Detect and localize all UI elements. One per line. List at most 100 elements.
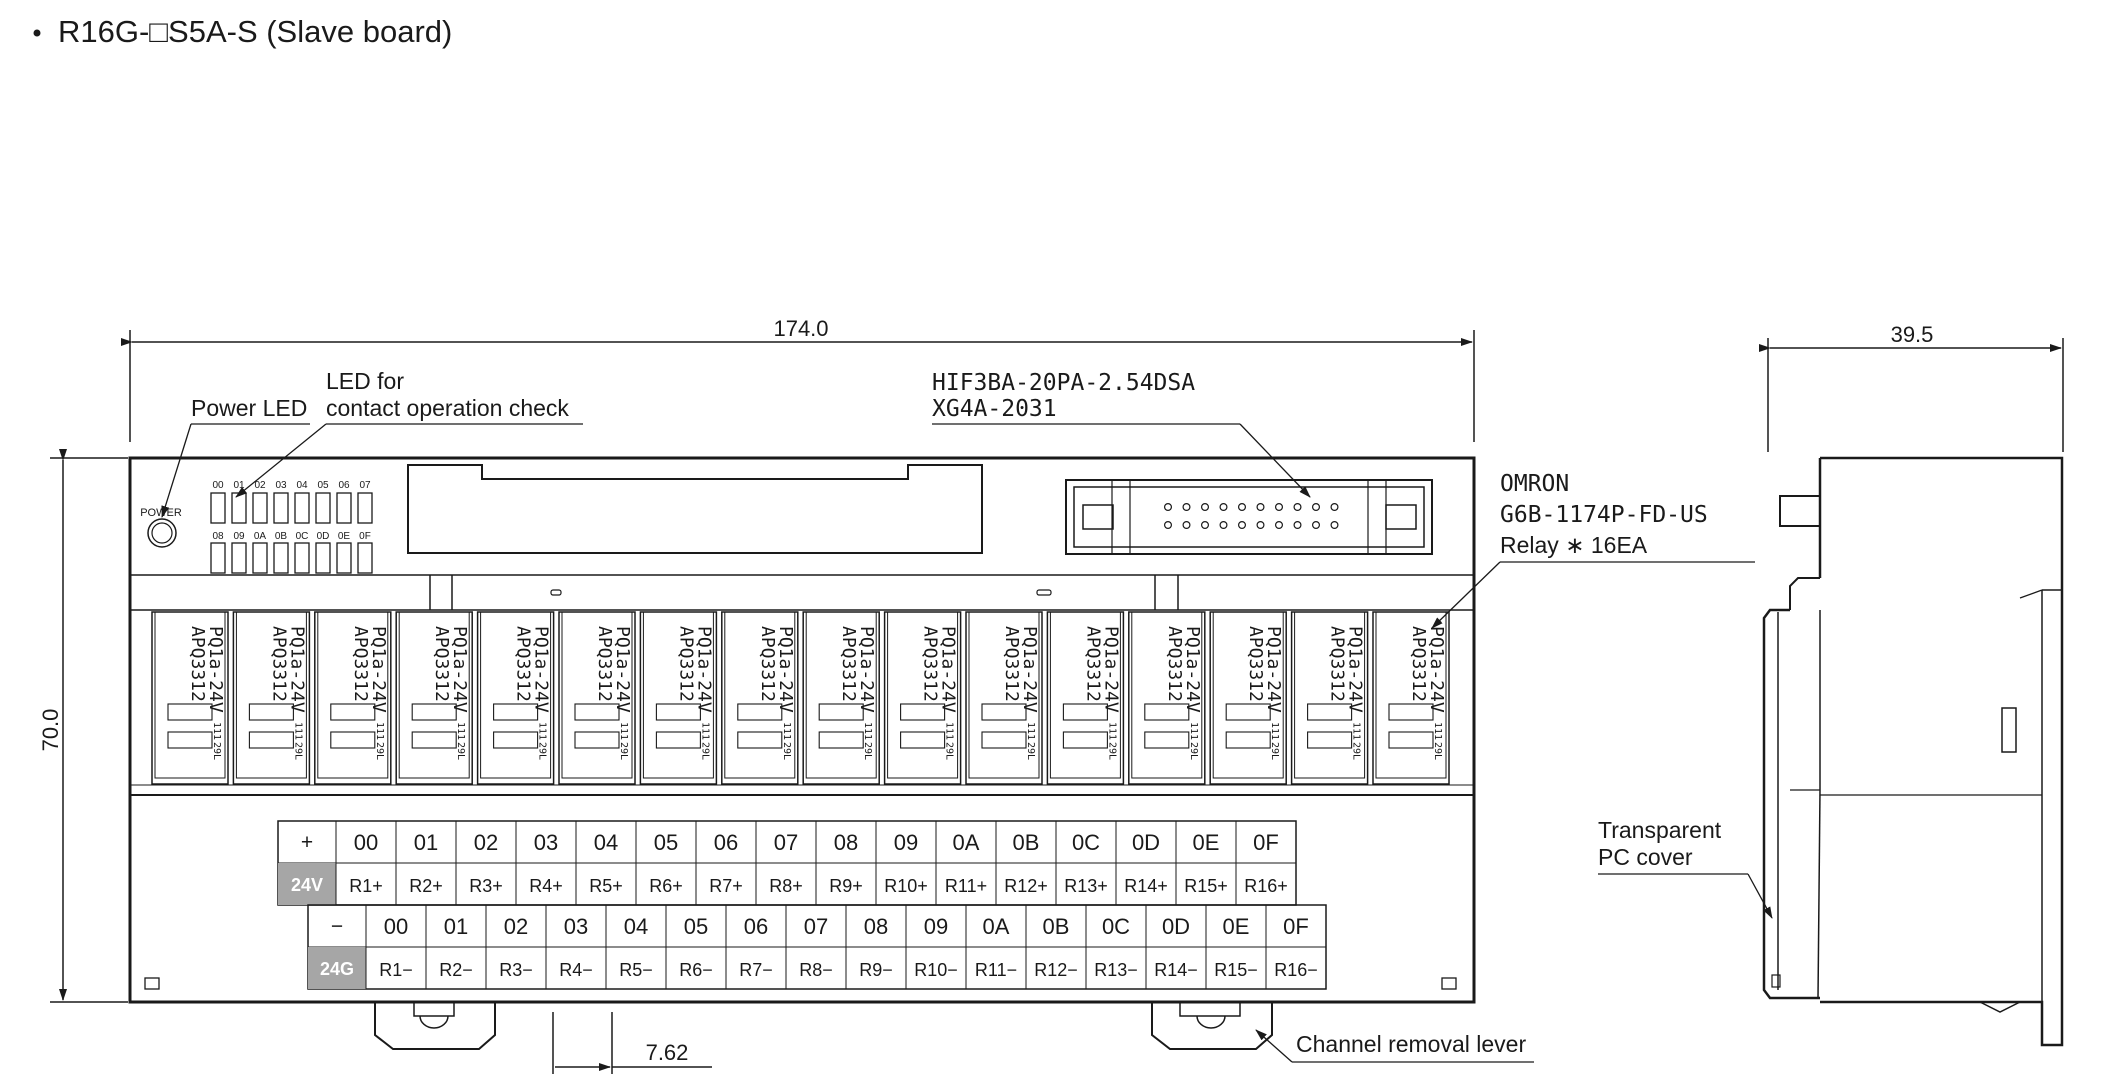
terminal-number: 00 bbox=[384, 914, 408, 939]
relay-code-text: 111 bbox=[537, 722, 548, 740]
terminal-label: R3+ bbox=[469, 876, 503, 896]
relay-code-text: 29L bbox=[374, 742, 385, 760]
terminal-label: R13+ bbox=[1064, 876, 1108, 896]
relay-part-text: APQ3312 bbox=[1001, 626, 1022, 702]
terminal-number: 00 bbox=[354, 830, 378, 855]
terminal-label: R10− bbox=[914, 960, 958, 980]
height-value: 70.0 bbox=[38, 709, 63, 752]
terminal-number: 07 bbox=[774, 830, 798, 855]
relay-code-text: 29L bbox=[781, 742, 792, 760]
terminal-label: R16+ bbox=[1244, 876, 1288, 896]
terminal-number: 08 bbox=[864, 914, 888, 939]
led-label-top: 04 bbox=[296, 480, 308, 491]
channel-removal-lever-left bbox=[374, 1002, 496, 1050]
terminal-label: R12+ bbox=[1004, 876, 1048, 896]
terminal-label: R5+ bbox=[589, 876, 623, 896]
relay-code-text: 111 bbox=[944, 722, 955, 740]
pitch-value: 7.62 bbox=[646, 1040, 689, 1065]
led-check-callout: LED for contact operation check bbox=[235, 368, 583, 498]
relay-line3: Relay ∗ 16EA bbox=[1500, 532, 1648, 558]
connector-line1: HIF3BA-20PA-2.54DSA bbox=[932, 370, 1195, 396]
terminal-label: R11− bbox=[975, 960, 1017, 980]
relay-model-text: PQ1a-24V bbox=[286, 626, 307, 713]
relay-code-text: 29L bbox=[1106, 742, 1117, 760]
relay-code-text: 29L bbox=[1025, 742, 1036, 760]
terminal-number: 0B bbox=[1013, 830, 1040, 855]
power-label: POWER bbox=[140, 507, 182, 519]
led-label-bottom: 08 bbox=[212, 531, 224, 542]
led-label-bottom: 0A bbox=[254, 531, 267, 542]
led-label-bottom: 0F bbox=[359, 531, 371, 542]
terminal-label: R11+ bbox=[945, 876, 987, 896]
led-indicator bbox=[210, 542, 226, 574]
relay-code-text: 111 bbox=[618, 722, 629, 740]
relay-code-text: 29L bbox=[455, 742, 466, 760]
terminal-number: 01 bbox=[414, 830, 438, 855]
relay-model-text: PQ1a-24V bbox=[368, 626, 389, 713]
terminal-number: 0C bbox=[1072, 830, 1100, 855]
led-indicator bbox=[336, 542, 352, 574]
depth-dimension: 39.5 bbox=[1759, 322, 2064, 452]
relay-code-text: 29L bbox=[618, 742, 629, 760]
led-indicator bbox=[294, 542, 310, 574]
connector-pin bbox=[1311, 520, 1320, 529]
height-dimension: 70.0 bbox=[38, 449, 128, 1003]
terminal-label: R4− bbox=[559, 960, 593, 980]
relay-code-text: 111 bbox=[211, 722, 222, 740]
relay-code-text: 29L bbox=[699, 742, 710, 760]
connector-pin bbox=[1219, 503, 1228, 512]
terminal-number: 0F bbox=[1283, 914, 1309, 939]
connector-pin bbox=[1274, 520, 1283, 529]
relay-model-text: PQ1a-24V bbox=[1263, 626, 1284, 713]
relay-part-text: APQ3312 bbox=[1408, 626, 1429, 702]
connector-pin bbox=[1293, 520, 1302, 529]
led-label-bottom: 0C bbox=[296, 531, 309, 542]
led-indicator bbox=[231, 542, 247, 574]
relay-code-text: 111 bbox=[1106, 722, 1117, 740]
relay-model-text: PQ1a-24V bbox=[1345, 626, 1366, 713]
led-label-top: 01 bbox=[233, 480, 245, 491]
relay-part-text: APQ3312 bbox=[268, 626, 289, 702]
connector-pin bbox=[1293, 503, 1302, 512]
relay-part-text: APQ3312 bbox=[920, 626, 941, 702]
relay-model-text: PQ1a-24V bbox=[531, 626, 552, 713]
relay-part-text: APQ3312 bbox=[513, 626, 534, 702]
led-label-bottom: 0E bbox=[338, 531, 351, 542]
page-title: R16G-□S5A-S (Slave board) bbox=[58, 14, 452, 49]
led-indicator bbox=[294, 492, 310, 524]
terminal-block: +24V00R1+01R2+02R3+03R4+04R5+05R6+06R7+0… bbox=[277, 820, 1327, 990]
led-indicator bbox=[273, 542, 289, 574]
led-label-top: 02 bbox=[254, 480, 266, 491]
terminal-number: 02 bbox=[504, 914, 528, 939]
relay-part-text: APQ3312 bbox=[431, 626, 452, 702]
cover-line2: PC cover bbox=[1598, 844, 1693, 870]
relay-model-text: PQ1a-24V bbox=[775, 626, 796, 713]
relay-callout: OMRON G6B-1174P-FD-US Relay ∗ 16EA bbox=[1431, 471, 1755, 629]
terminal-number: 0E bbox=[1223, 914, 1250, 939]
relay-code-text: 29L bbox=[292, 742, 303, 760]
terminal-number: 03 bbox=[564, 914, 588, 939]
led-indicator bbox=[336, 492, 352, 524]
terminal-number: 06 bbox=[714, 830, 738, 855]
lever-text: Channel removal lever bbox=[1296, 1031, 1526, 1057]
connector-pin bbox=[1237, 520, 1246, 529]
terminal-sign: + bbox=[301, 831, 313, 854]
cover-callout: Transparent PC cover bbox=[1598, 817, 1773, 919]
terminal-label: R9+ bbox=[829, 876, 863, 896]
led-indicator bbox=[315, 492, 331, 524]
relay-part-text: APQ3312 bbox=[757, 626, 778, 702]
connector-pin bbox=[1237, 503, 1246, 512]
led-label-top: 07 bbox=[359, 480, 371, 491]
terminal-number: 06 bbox=[744, 914, 768, 939]
relay-code-text: 29L bbox=[944, 742, 955, 760]
connector-pin bbox=[1182, 503, 1191, 512]
